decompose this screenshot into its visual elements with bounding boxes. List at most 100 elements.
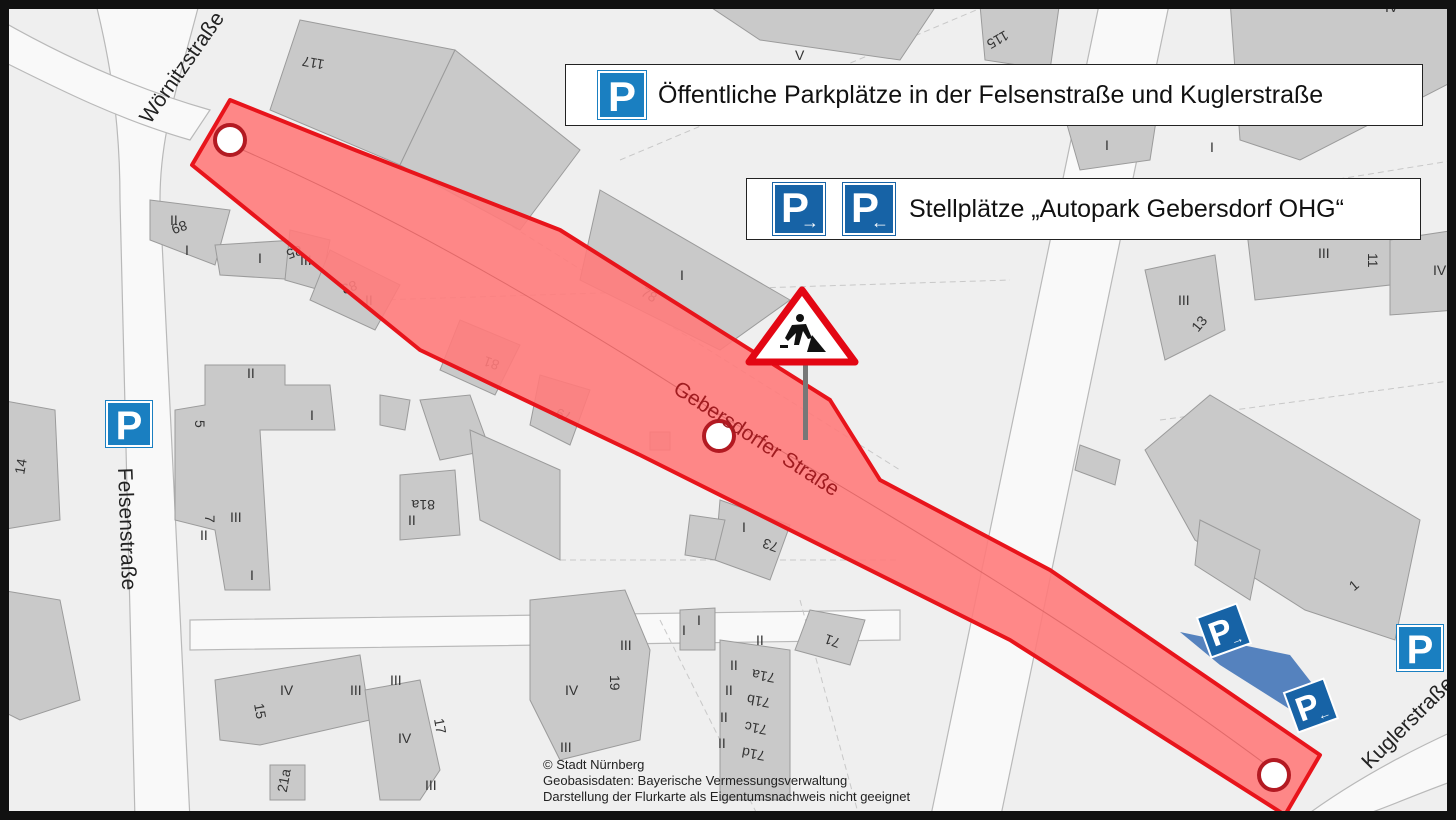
label-71d: 71d xyxy=(741,744,767,764)
closure-endpoint-marker-icon[interactable] xyxy=(702,419,736,453)
arrow-left-icon: ← xyxy=(1315,705,1332,724)
building-13 xyxy=(1144,254,1226,361)
sign-pole xyxy=(803,355,808,440)
private-parking-out-icon: P ← xyxy=(842,182,896,236)
label-89: 89 xyxy=(169,217,189,237)
copyright-line-2: Geobasisdaten: Bayerische Vermessungsver… xyxy=(543,773,848,788)
building-14 xyxy=(0,399,61,531)
private-parking-in-icon: P → xyxy=(772,182,826,236)
label-71c-ii: II xyxy=(720,709,728,725)
label-13-iii: III xyxy=(1178,292,1190,308)
building-1-annex xyxy=(1194,519,1261,601)
label-81a: 81a xyxy=(411,497,435,513)
private-parking-in-letter: P xyxy=(781,184,810,231)
road-works-warning-icon[interactable] xyxy=(745,286,859,440)
parking-p-letter: P xyxy=(1406,628,1434,672)
building-11-right xyxy=(1389,229,1456,316)
map-public-parking-sign-felsenstrasse[interactable]: P xyxy=(105,400,153,448)
public-parking-letter: P xyxy=(607,73,636,120)
copyright-line-3: Darstellung der Flurkarte als Eigentumsn… xyxy=(543,789,911,804)
label-117: 117 xyxy=(301,53,326,73)
map-private-parking-in-sign[interactable]: P → xyxy=(1195,602,1253,659)
arrow-left-icon: ← xyxy=(871,212,889,232)
label-7: 7 xyxy=(202,515,218,523)
building-17 xyxy=(364,679,441,801)
private-parking-out-letter: P xyxy=(851,184,880,231)
label-14: 14 xyxy=(11,457,29,475)
building-21a xyxy=(269,764,306,801)
label-89-i: I xyxy=(185,242,189,258)
building-71-row xyxy=(719,639,791,801)
closure-markers xyxy=(213,123,1291,792)
map-private-parking-out-sign[interactable]: P ← xyxy=(1282,677,1340,734)
building-89 xyxy=(149,199,231,266)
label-71b-ii: II xyxy=(725,682,733,698)
private-parking-area: P → P ← xyxy=(1180,602,1340,734)
legend-public-parking: P Öffentliche Parkplätze in der Felsenst… xyxy=(565,64,1423,126)
arrow-right-icon: → xyxy=(1228,630,1245,649)
label-15: 15 xyxy=(251,702,269,720)
label-15-iv: IV xyxy=(280,682,294,698)
building-19 xyxy=(529,589,651,761)
building-left-bottom xyxy=(0,589,81,721)
label-71a-ii: II xyxy=(730,657,738,673)
closure-endpoint-marker-icon[interactable] xyxy=(213,123,247,157)
building-5-7 xyxy=(174,364,336,591)
building-top-v xyxy=(699,0,941,61)
label-5: 5 xyxy=(192,420,208,428)
label-21a: 21a xyxy=(274,767,294,793)
label-81a-ii: II xyxy=(408,512,416,528)
road-closure-area xyxy=(190,98,1322,817)
label-71c: 71c xyxy=(743,719,768,739)
label-71b: 71b xyxy=(745,691,771,711)
label-71row-ii: II xyxy=(756,632,764,648)
building-81a xyxy=(399,469,461,541)
building-small-a xyxy=(379,394,411,431)
label-71-i2: I xyxy=(697,612,701,628)
label-115-i: I xyxy=(1105,137,1109,153)
legend-public-parking-text: Öffentliche Parkplätze in der Felsenstra… xyxy=(658,80,1324,109)
label-5-i: I xyxy=(310,407,314,423)
label-19-iv: IV xyxy=(565,682,579,698)
label-11-iii: III xyxy=(1318,245,1330,261)
label-7-iii: III xyxy=(230,509,242,525)
label-19-iii-b: III xyxy=(560,739,572,755)
label-19: 19 xyxy=(607,675,623,691)
map-copyright: © Stadt Nürnberg Geobasisdaten: Bayerisc… xyxy=(543,757,910,805)
label-89a-i: I xyxy=(258,250,262,266)
label-11: 11 xyxy=(1365,253,1381,268)
public-parking-icon: P xyxy=(597,70,647,120)
label-17-iii-b: III xyxy=(425,777,437,793)
building-mid-annex xyxy=(469,429,561,561)
label-89-ii: II xyxy=(170,212,178,228)
street-name-felsenstrasse: Felsenstraße xyxy=(113,467,140,590)
label-17-iii: III xyxy=(390,672,402,688)
label-11-iv: IV xyxy=(1433,262,1447,278)
label-19-iii: III xyxy=(620,637,632,653)
copyright-line-1: © Stadt Nürnberg xyxy=(543,757,645,772)
label-top-iv: IV xyxy=(1385,0,1399,15)
woernitzstrasse-road xyxy=(0,19,211,141)
label-78-i: I xyxy=(680,267,684,283)
map-public-parking-sign-kuglerstrasse[interactable]: P xyxy=(1396,624,1444,672)
arrow-right-icon: → xyxy=(801,212,819,232)
label-7-ii: II xyxy=(200,527,208,543)
label-5-ii: II xyxy=(247,365,255,381)
label-top-right-i: I xyxy=(1210,139,1214,155)
building-15 xyxy=(214,654,371,746)
worker-icon xyxy=(780,314,826,352)
building-1 xyxy=(1144,394,1421,641)
label-7-i: I xyxy=(250,567,254,583)
label-71d-ii: II xyxy=(718,735,726,751)
label-17-iv: IV xyxy=(398,730,412,746)
label-71a: 71a xyxy=(750,666,776,686)
label-71-i: I xyxy=(682,622,686,638)
building-71-annex xyxy=(679,607,716,651)
label-73-i: I xyxy=(742,519,746,535)
building-small-c xyxy=(1074,444,1121,486)
label-71: 71 xyxy=(822,631,842,651)
parking-p-letter: P xyxy=(115,404,143,448)
label-17: 17 xyxy=(431,717,449,735)
closure-endpoint-marker-icon[interactable] xyxy=(1257,758,1291,792)
